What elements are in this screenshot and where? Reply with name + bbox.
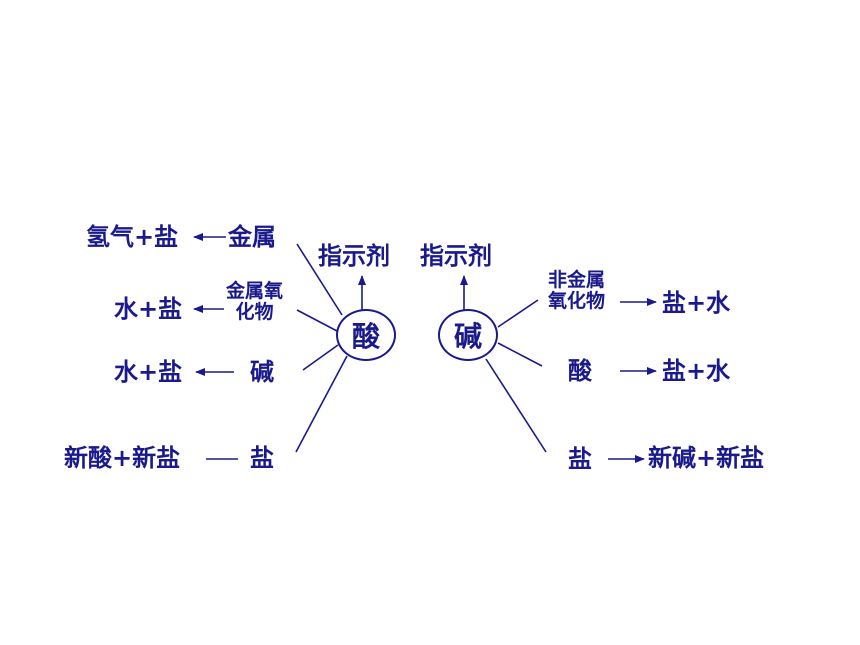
- acid-hub: 酸: [336, 309, 396, 361]
- acid-reactant-base: 碱: [250, 358, 274, 386]
- base-spoke-nonmetal-oxide: [497, 299, 539, 328]
- base-product-salt-water-1: 盐+水: [662, 289, 731, 317]
- base-reactant-acid: 酸: [568, 357, 592, 385]
- acid-reactant-salt: 盐: [250, 444, 274, 472]
- base-spoke-acid: [497, 342, 543, 367]
- acid-product-newacid-newsalt: 新酸+新盐: [64, 444, 181, 472]
- acid-spoke-base: [302, 344, 339, 371]
- acid-reactant-metal-oxide-line1: 金属氧: [226, 280, 284, 302]
- acid-spoke-salt: [295, 355, 348, 453]
- base-product-newbase-newsalt: 新碱+新盐: [648, 444, 765, 472]
- acid-reactant-metal-oxide-line2: 化物: [235, 301, 274, 324]
- acid-product-water-salt-1: 水+盐: [114, 295, 183, 323]
- base-reactant-nonmetal-oxide-line2: 氧化物: [548, 290, 606, 313]
- base-hub: 碱: [438, 309, 498, 361]
- base-spoke-salt: [485, 358, 547, 453]
- base-reactant-nonmetal-oxide-line1: 非金属: [548, 269, 606, 291]
- base-indicator-label: 指示剂: [420, 242, 492, 270]
- acid-spoke-metal: [296, 243, 343, 316]
- acid-reactant-metal: 金属: [228, 223, 276, 251]
- base-reactant-nonmetal-oxide: 非金属 氧化物: [548, 269, 606, 313]
- base-product-salt-water-2: 盐+水: [662, 357, 731, 385]
- base-reactant-salt: 盐: [568, 445, 592, 473]
- acid-product-water-salt-2: 水+盐: [114, 358, 183, 386]
- acid-spoke-metal-oxide: [296, 309, 338, 332]
- acid-reactant-metal-oxide: 金属氧 化物: [226, 280, 284, 324]
- acid-product-h2-salt: 氢气+盐: [86, 223, 179, 251]
- acid-indicator-label: 指示剂: [318, 242, 390, 270]
